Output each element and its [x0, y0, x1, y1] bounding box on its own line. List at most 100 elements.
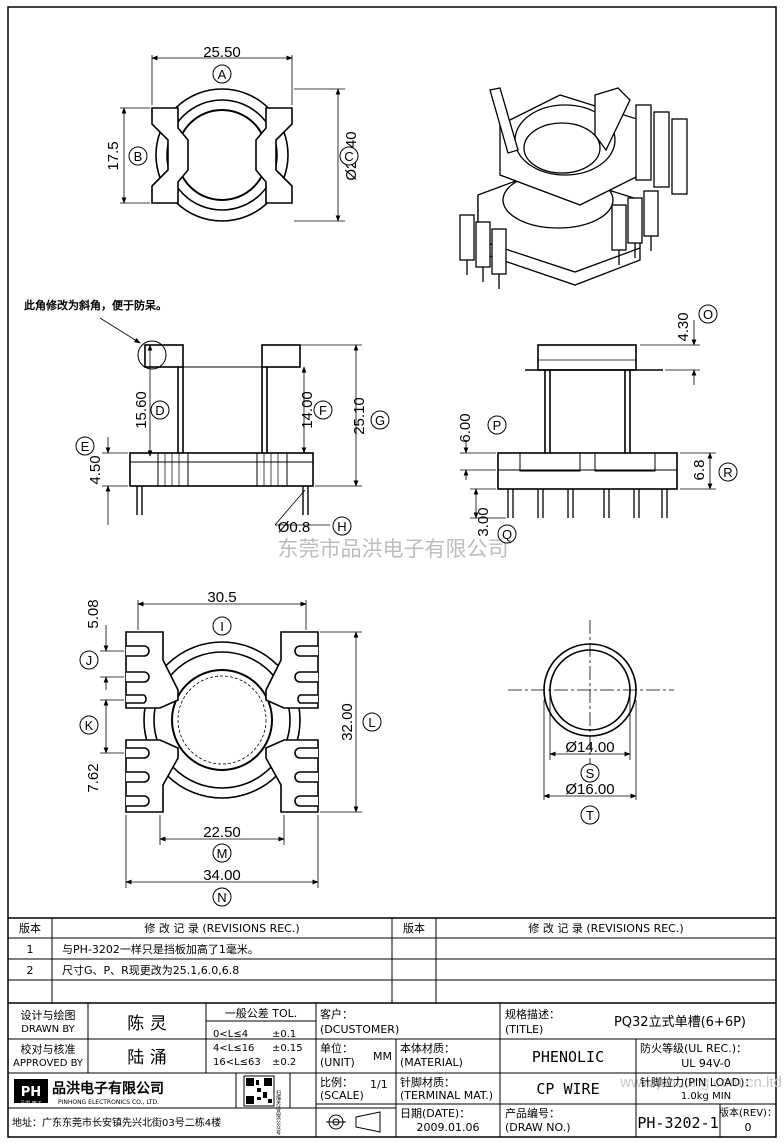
side-view: [497, 344, 678, 518]
logo-sub: 品洪 电子: [20, 1100, 42, 1107]
dim-q: 3.00: [475, 507, 492, 536]
terminal-value: CP WIRE: [536, 1080, 599, 1098]
company-en: PINHONG ELECTRONICS CO., LTD.: [58, 1099, 159, 1106]
dim-b: 17.5: [105, 141, 122, 170]
bubble-f: F: [319, 403, 327, 418]
date-value: 2009.01.06: [417, 1121, 480, 1134]
title-cn: 规格描述：: [505, 1007, 560, 1021]
bubble-g: G: [375, 413, 385, 428]
watermark-url: www.pinhong.com.cn.ltd: [619, 1074, 782, 1091]
title-block-grid: [8, 1003, 776, 1137]
dim-h: Ø0.8: [278, 519, 311, 536]
rev-row-1-no: 1: [27, 943, 34, 956]
bubble-s: S: [586, 766, 595, 781]
side-view-dims: [460, 320, 716, 519]
bubble-e: E: [81, 439, 90, 454]
approved-cn: 校对与核准: [21, 1042, 76, 1056]
dim-l: 32.00: [339, 703, 356, 741]
material-value: PHENOLIC: [532, 1048, 604, 1066]
dim-i: 30.5: [207, 589, 236, 606]
dim-s: Ø14.00: [565, 739, 614, 756]
terminal-en: (TERMINAL MAT.): [400, 1089, 493, 1102]
bubble-r: R: [723, 465, 732, 480]
dim-j: 5.08: [85, 599, 102, 628]
pinload-cn: 针脚拉力(PIN LOAD)：: [640, 1075, 755, 1089]
dim-k: 7.62: [85, 763, 102, 792]
logo-text: PH: [21, 1085, 41, 1100]
isometric-view: [459, 87, 688, 289]
tol-range-3: 16<L≤63: [213, 1057, 261, 1068]
bubble-k: K: [85, 718, 94, 733]
rev-header-rec-2: 修 改 记 录 (REVISIONS REC.): [528, 921, 683, 935]
ul-value: UL 94V-0: [681, 1057, 731, 1070]
dim-f: 14.00: [299, 391, 316, 429]
scale-value: 1/1: [370, 1078, 388, 1091]
unit-cn: 单位：: [320, 1041, 353, 1055]
dim-e: 4.50: [87, 455, 104, 484]
bubble-d: D: [155, 403, 164, 418]
rev-header-no-2: 版本: [403, 921, 425, 935]
dim-n: 34.00: [203, 867, 241, 884]
dim-t: Ø16.00: [565, 781, 614, 798]
bubbles: [75, 64, 738, 907]
drawno-en: (DRAW NO.): [505, 1121, 570, 1134]
pinload-value: 1.0kg MIN: [681, 1091, 731, 1102]
dim-d: 15.60: [133, 391, 150, 429]
material-cn: 本体材质：: [400, 1041, 455, 1055]
terminal-cn: 针脚材质：: [400, 1075, 455, 1089]
bubble-m: M: [217, 846, 228, 861]
tol-range-2: 4<L≤16: [213, 1043, 254, 1054]
tube-section-dims: [543, 690, 637, 800]
scale-en: (SCALE): [320, 1089, 364, 1102]
drawn-by-cn: 设计与绘图: [21, 1008, 76, 1022]
bubble-p: P: [493, 418, 502, 433]
bubble-h: H: [337, 519, 346, 534]
company-cn: 品洪电子有限公司: [52, 1080, 164, 1097]
customer-cn: 客户：: [320, 1007, 353, 1021]
date-cn: 日期(DATE)：: [400, 1107, 470, 1120]
watermark: 东莞市品洪电子有限公司: [278, 537, 509, 561]
title-value: PQ32立式单槽(6+6P): [614, 1015, 746, 1030]
projection-symbol: [326, 1111, 381, 1133]
front-view-dims: [99, 317, 362, 526]
scale-cn: 比例：: [320, 1075, 353, 1089]
rev-header-rec: 修 改 记 录 (REVISIONS REC.): [144, 921, 299, 935]
tol-range-1: 0<L≤4: [213, 1029, 248, 1040]
tol-val-1: ±0.1: [272, 1029, 296, 1040]
approved-by: 陆 涌: [127, 1048, 166, 1068]
tol-val-3: ±0.2: [272, 1057, 296, 1068]
top-view-dims: [120, 55, 345, 222]
dim-a: 25.50: [203, 44, 241, 61]
title-en: (TITLE): [505, 1023, 543, 1036]
drawno-value: PH-3202-1: [637, 1114, 718, 1132]
bottom-view-dims: [100, 600, 362, 888]
bubble-t: T: [586, 808, 594, 823]
unit-en: (UNIT): [320, 1056, 355, 1069]
bubble-b: B: [134, 149, 143, 164]
company-logo: [14, 1079, 48, 1103]
bubble-o: O: [703, 307, 713, 322]
address: 地址：广东东莞市长安镇先兴北街03号二栋4楼: [12, 1116, 221, 1129]
bubble-q: Q: [502, 527, 512, 542]
top-view: [151, 88, 293, 222]
rev-header-no: 版本: [19, 921, 41, 935]
rev-cn: 版本(REV)：: [719, 1106, 777, 1119]
material-en: (MATERIAL): [400, 1056, 463, 1069]
rev-value: 0: [745, 1121, 752, 1134]
front-view: [129, 340, 314, 515]
drawn-by: 陈 灵: [127, 1014, 166, 1034]
dim-g: 25.10: [351, 397, 368, 435]
chamfer-note: 此角修改为斜角，便于防呆。: [24, 298, 167, 312]
dim-r: 6.8: [691, 460, 708, 481]
dim-o: 4.30: [675, 312, 692, 341]
bubble-n: N: [217, 890, 226, 905]
bubble-c: C: [344, 149, 353, 164]
drawing-border: [7, 6, 777, 1138]
unit-value: MM: [373, 1050, 392, 1063]
bubble-j: J: [86, 653, 93, 668]
approved-en: APPROVED BY: [13, 1058, 84, 1069]
rev-row-1-text: 与PH-3202一样只是挡板加高了1毫米。: [62, 942, 259, 956]
bottom-view: [125, 631, 319, 813]
dim-m: 22.50: [203, 824, 241, 841]
